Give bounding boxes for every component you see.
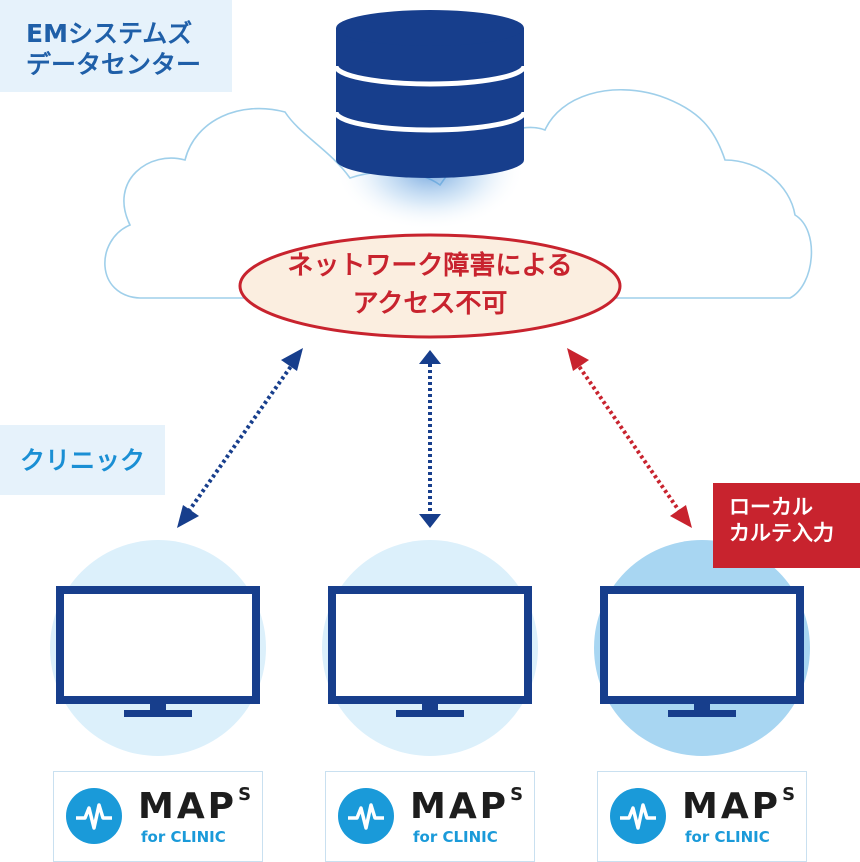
error-ellipse [238,233,622,339]
heartbeat-icon [610,788,666,844]
arrow-center [419,350,441,528]
error-line: ネットワーク障害による [287,251,573,282]
error-line: アクセス不可 [352,289,508,319]
workstation-1 [50,540,266,756]
clinic-label-text: クリニック [20,446,146,475]
logo-subtitle: for CLINIC [413,828,498,846]
local-label-line: カルテ入力 [729,521,834,546]
datacenter-label-line: データセンター [26,50,202,80]
logo-name: MAPS [682,784,796,827]
heartbeat-icon [338,788,394,844]
network-error-message: ネットワーク障害による アクセス不可 [238,233,622,339]
workstation-2 [322,540,538,756]
clinic-label: クリニック [0,425,165,495]
maps-logo: MAPS for CLINIC [597,771,807,862]
arrow-right [567,348,692,528]
monitor-icon [600,586,804,717]
maps-logo: MAPS for CLINIC [325,771,535,862]
local-label-line: ローカル [729,495,813,519]
local-entry-badge: ローカル カルテ入力 [713,483,860,568]
datacenter-label: EMシステムズ データセンター [0,0,232,92]
maps-logo: MAPS for CLINIC [53,771,263,862]
monitor-icon [328,586,532,717]
database-icon [333,10,527,178]
logo-name: MAPS [410,784,524,827]
monitor-icon [56,586,260,717]
arrow-left [177,348,303,528]
workstation-3 [594,540,810,756]
logo-subtitle: for CLINIC [685,828,770,846]
heartbeat-icon [66,788,122,844]
logo-subtitle: for CLINIC [141,828,226,846]
logo-name: MAPS [138,784,252,827]
datacenter-label-line: EMシステムズ [26,19,193,48]
